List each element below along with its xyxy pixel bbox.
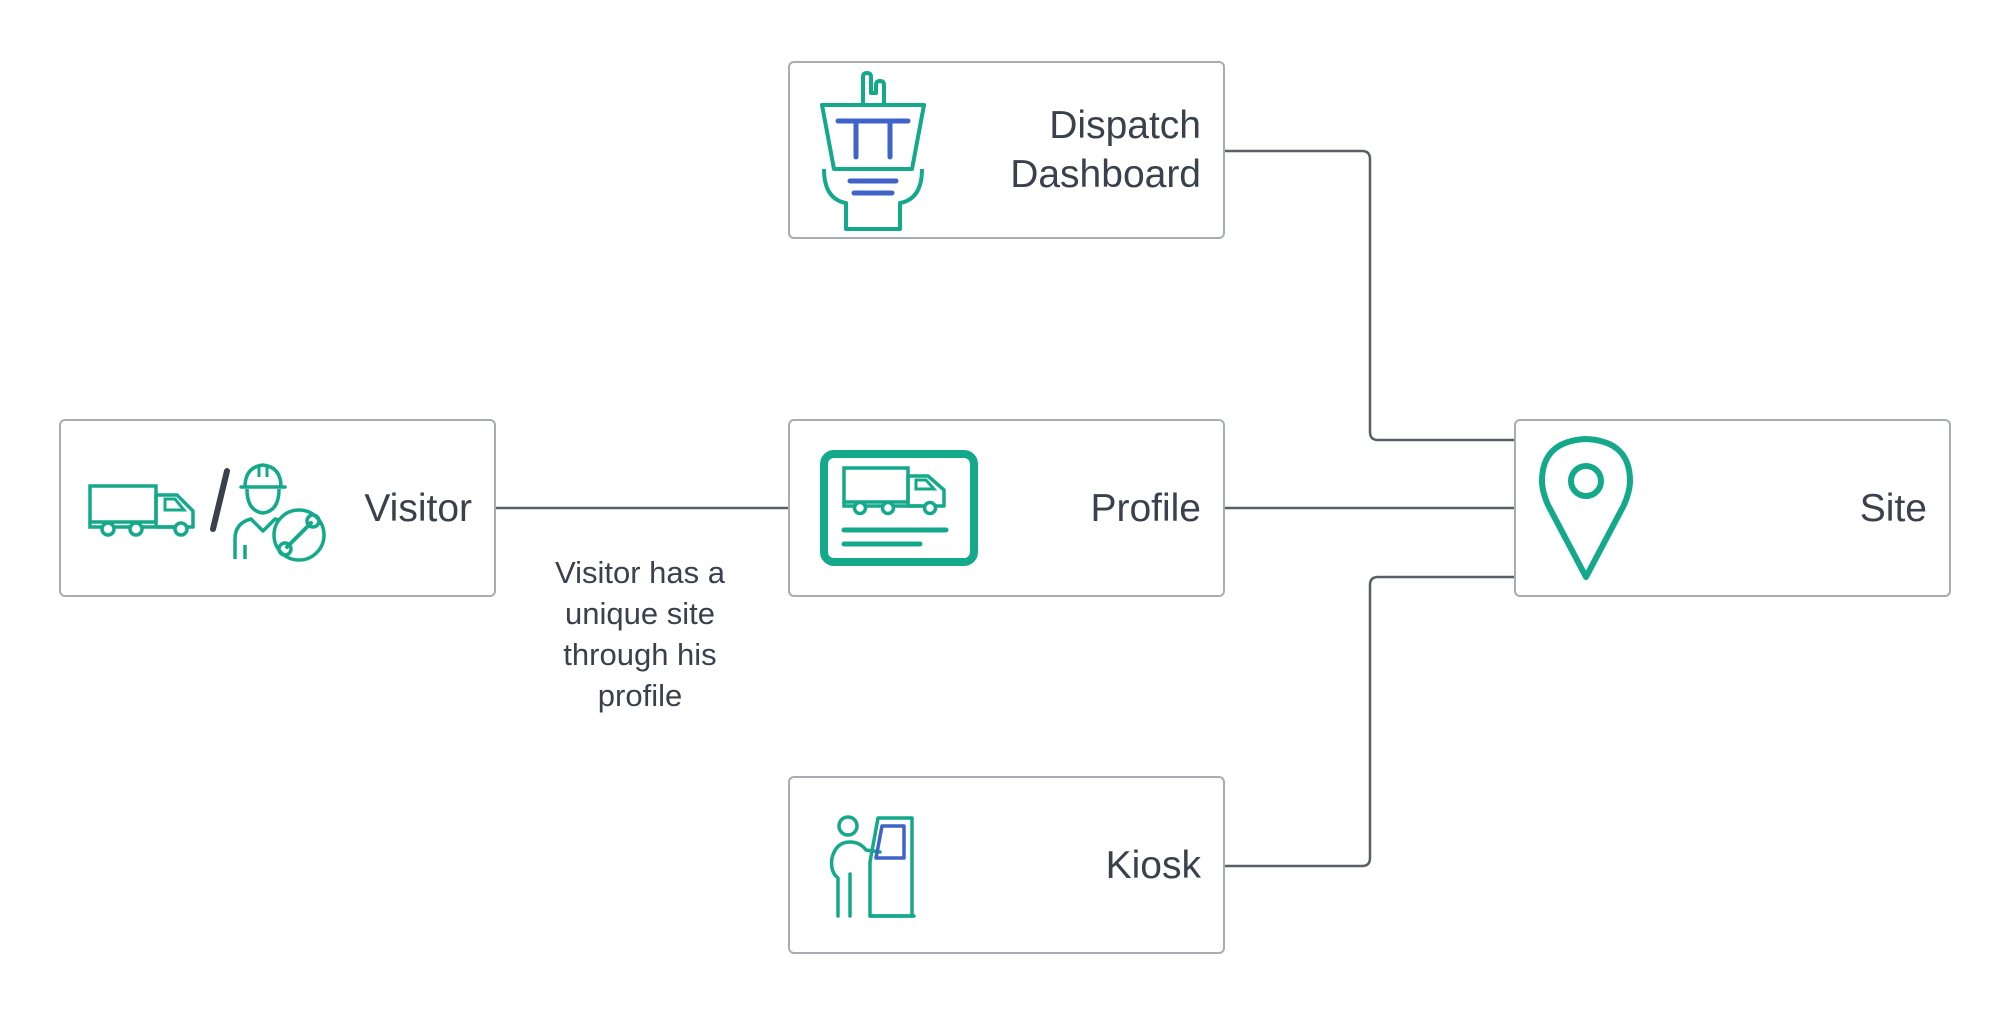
dispatch-dashboard-label: Dispatch Dashboard <box>1010 104 1201 196</box>
slash-separator <box>210 468 230 532</box>
visitor-node[interactable]: Visitor <box>59 419 496 597</box>
mechanic-icon <box>233 463 326 562</box>
profile-node[interactable]: Profile <box>788 419 1225 597</box>
control-tower-icon <box>820 71 926 231</box>
truck-icon <box>88 484 195 537</box>
dispatch-dashboard-node[interactable]: Dispatch Dashboard <box>788 61 1225 239</box>
visitor-label: Visitor <box>364 486 472 530</box>
site-label: Site <box>1859 486 1927 530</box>
profile-label: Profile <box>1090 486 1201 530</box>
kiosk-icon <box>829 815 916 918</box>
kiosk-label: Kiosk <box>1105 843 1201 887</box>
edge-kiosk-site <box>1224 575 1514 868</box>
edge-dispatch-site <box>1224 149 1514 442</box>
truck-card-icon <box>820 450 978 566</box>
visitor-profile-annotation: Visitor has a unique site through his pr… <box>554 555 725 713</box>
map-pin-icon <box>1539 436 1633 580</box>
site-node[interactable]: Site <box>1514 419 1951 597</box>
kiosk-node[interactable]: Kiosk <box>788 776 1225 954</box>
